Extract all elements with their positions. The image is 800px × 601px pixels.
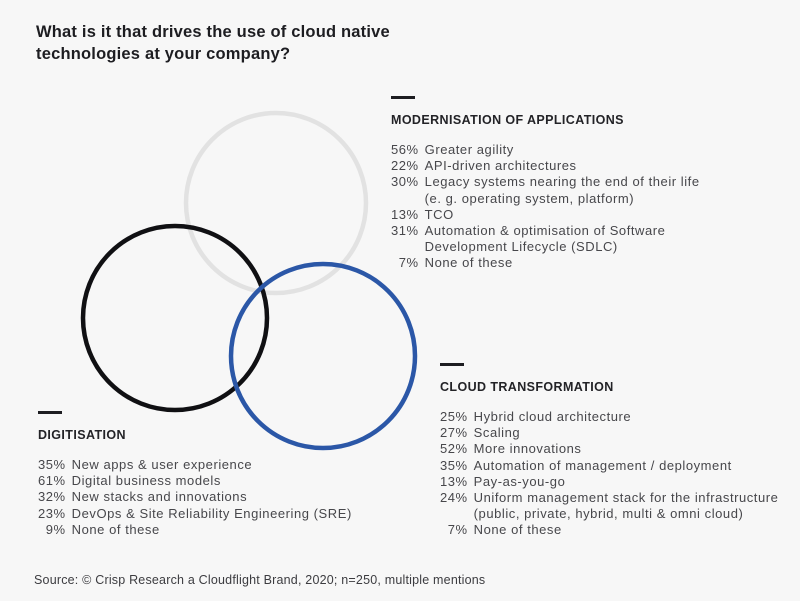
stat-value: 27% <box>440 425 468 441</box>
stat-value: 7% <box>398 255 419 271</box>
section-dash <box>440 363 464 366</box>
stat-label: Automation & optimisation of Software De… <box>424 223 666 255</box>
stat-value: 24% <box>440 490 468 506</box>
stat-label: Legacy systems nearing the end of their … <box>424 174 700 206</box>
section-dash <box>38 411 62 414</box>
stat-value: 13% <box>391 206 419 222</box>
modernisation-heading: MODERNISATION OF APPLICATIONS <box>391 113 624 127</box>
stat-value: 35% <box>440 457 468 473</box>
cloud-transformation-section: CLOUD TRANSFORMATION 25% Hybrid cloud arc… <box>440 363 796 539</box>
stat-value: 13% <box>440 473 468 489</box>
stat-label: Hybrid cloud architecture <box>473 409 632 424</box>
stat-label: More innovations <box>473 441 582 457</box>
stat-value: 7% <box>447 522 468 538</box>
modernisation-section: MODERNISATION OF APPLICATIONS 56% Greater… <box>391 96 795 272</box>
stat-value: 9% <box>45 521 66 537</box>
stat-label: Pay-as-you-go <box>473 473 566 489</box>
stat-label: New stacks and innovations <box>71 489 248 505</box>
stat-label: Uniform management stack for the infrast… <box>473 490 779 522</box>
modernisation-stat-list: 56% Greater agility 22% API-driven architec… <box>391 142 795 272</box>
cloud-transformation-stat-list: 25% Hybrid cloud architecture 27% Scaling 52… <box>440 409 796 539</box>
stat-label: DevOps & Site Reliability Engineering (S… <box>71 505 352 521</box>
stat-value: 52% <box>440 441 468 457</box>
stat-label: Scaling <box>473 425 521 441</box>
stat-value: 32% <box>38 489 66 505</box>
stat-label: Greater agility <box>424 142 514 157</box>
stat-value: 23% <box>38 505 66 521</box>
circle-modernisation <box>183 110 369 296</box>
stat-label: None of these <box>71 521 160 537</box>
stat-value: 22% <box>391 158 419 174</box>
page-title: What is it that drives the use of cloud … <box>36 23 390 63</box>
section-dash <box>391 96 415 99</box>
stat-value: 61% <box>38 473 66 489</box>
circle-cloud-transformation <box>228 261 418 451</box>
stat-label: None of these <box>424 255 513 271</box>
digitisation-stat-list: 35% New apps & user experience 61% Digital … <box>38 457 398 538</box>
circle-digitisation <box>80 223 270 413</box>
stat-value: 35% <box>38 457 66 472</box>
cloud-transformation-heading: CLOUD TRANSFORMATION <box>440 380 614 394</box>
stat-label: None of these <box>473 522 562 538</box>
stat-value: 25% <box>440 409 468 424</box>
stat-label: Automation of management / deployment <box>473 457 732 473</box>
stat-value: 30% <box>391 174 419 190</box>
digitisation-section: DIGITISATION 35% New apps & user experien… <box>38 411 398 538</box>
stat-value: 31% <box>391 223 419 239</box>
stat-label: API-driven architectures <box>424 158 577 174</box>
stat-value: 56% <box>391 142 419 157</box>
source-note: Source: © Crisp Research a Cloudflight B… <box>34 573 486 587</box>
stat-label: TCO <box>424 206 454 222</box>
stat-label: Digital business models <box>71 473 221 489</box>
digitisation-heading: DIGITISATION <box>38 428 126 442</box>
stat-label: New apps & user experience <box>71 457 253 472</box>
